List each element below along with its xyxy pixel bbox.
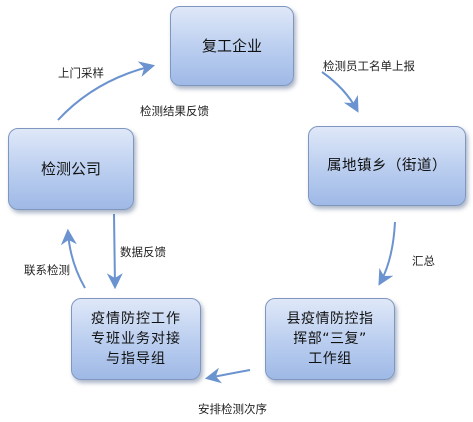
node-xian-line-2: 挥部“三复”: [293, 331, 367, 347]
node-xian: 县疫情防控指 挥部“三复” 工作组: [265, 298, 395, 380]
arrow-jiance-to-fugong: [57, 61, 156, 121]
node-zhuanban-line-3: 与指导组: [106, 351, 166, 367]
label-shudi-to-xian: 汇总: [412, 254, 435, 268]
arrow-shudi-to-xian: [378, 221, 396, 286]
arrow-fugong-to-shudi: [321, 71, 359, 113]
label-zhuanban-to-jiance: 联系检测: [24, 263, 70, 277]
node-shudi-label: 属地镇乡（街道）: [327, 157, 447, 174]
node-xian-line-1: 县疫情防控指: [286, 311, 374, 327]
node-zhuanban-line-2: 专班业务对接: [91, 331, 181, 347]
label-data-feedback: 数据反馈: [120, 245, 166, 259]
node-xian-line-3: 工作组: [308, 351, 352, 367]
arrow-xian-to-zhuanban: [204, 367, 251, 384]
label-fugong-feedback: 检测结果反馈: [140, 104, 209, 118]
arrow-data-feedback: [106, 213, 123, 290]
label-xian-to-zhuanban: 安排检测次序: [198, 402, 267, 416]
node-fugong: 复工企业: [170, 6, 294, 86]
node-zhuanban-line-1: 疫情防控工作: [91, 311, 181, 327]
node-jiance: 检测公司: [8, 128, 134, 210]
node-fugong-label: 复工企业: [201, 37, 262, 55]
node-shudi: 属地镇乡（街道）: [308, 126, 466, 206]
label-fugong-to-shudi: 检测员工名单上报: [323, 59, 415, 73]
label-jiance-to-fugong: 上门采样: [58, 66, 104, 80]
node-jiance-label: 检测公司: [40, 160, 101, 178]
arrow-zhuanban-to-jiance: [60, 228, 86, 289]
node-zhuanban: 疫情防控工作 专班业务对接 与指导组: [71, 298, 201, 380]
